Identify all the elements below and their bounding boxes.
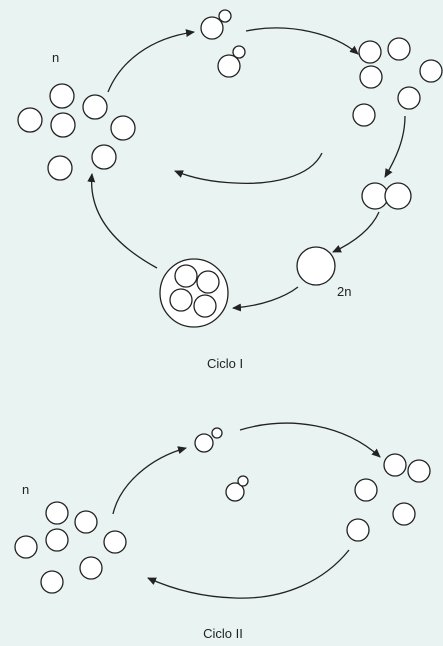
- ascus: [159, 258, 229, 328]
- arrow-return: [147, 549, 350, 599]
- ascospore: [169, 288, 193, 312]
- haploid-cell: [45, 528, 69, 552]
- arrow-to-right-group: [245, 27, 359, 55]
- haploid-cell: [383, 453, 407, 477]
- cycle-1-fusing-cells: [361, 182, 412, 210]
- arrow-to-budding: [107, 29, 195, 93]
- fusing-cell: [384, 182, 412, 210]
- arrow-to-budding: [112, 446, 187, 515]
- bud: [232, 45, 246, 59]
- ascospore: [196, 270, 220, 294]
- bud: [218, 9, 232, 23]
- cycle-1-diploid-label: 2n: [337, 284, 351, 299]
- cycle-2-right-cells: [346, 453, 431, 542]
- budding-cell: [200, 16, 224, 40]
- cycle-1-right-cells: [352, 37, 443, 127]
- haploid-cell: [74, 510, 98, 534]
- cycle-2: n Ciclo II: [14, 422, 431, 641]
- arrow-to-fusion: [384, 115, 406, 178]
- bud: [237, 475, 249, 487]
- cycle-1-haploid-label: n: [52, 50, 59, 65]
- haploid-cell: [397, 86, 421, 110]
- haploid-cell: [79, 556, 103, 580]
- haploid-cell: [49, 83, 75, 109]
- cycle-2-budding-cells: [194, 427, 249, 502]
- haploid-cell: [91, 144, 117, 170]
- haploid-cell: [14, 535, 38, 559]
- haploid-cell: [387, 37, 411, 61]
- haploid-cell: [352, 103, 376, 127]
- bud: [211, 427, 223, 439]
- arrow-to-diploid: [332, 211, 380, 253]
- cycle-1-budding-cells: [200, 9, 246, 78]
- haploid-cell: [346, 518, 370, 542]
- budding-cell: [194, 433, 214, 453]
- cycle-2-haploid-cells: [14, 501, 127, 594]
- haploid-cell: [45, 501, 69, 525]
- cycle-1: n: [17, 9, 443, 371]
- budding-cell: [225, 482, 245, 502]
- haploid-cell: [47, 155, 73, 181]
- diploid-cell: [296, 246, 336, 286]
- cycle-1-haploid-cells: [17, 83, 136, 181]
- ascospore: [193, 294, 217, 318]
- haploid-cell: [82, 94, 108, 120]
- haploid-cell: [50, 112, 76, 138]
- haploid-cell: [40, 570, 64, 594]
- haploid-cell: [392, 502, 416, 526]
- haploid-cell: [359, 65, 383, 89]
- haploid-cell: [358, 40, 382, 64]
- cycle-1-title: Ciclo I: [207, 356, 243, 371]
- ascospore: [174, 264, 198, 288]
- cycle-1-arrows: [87, 27, 406, 312]
- cycle-2-title: Ciclo II: [203, 626, 243, 641]
- cycle-2-haploid-label: n: [22, 482, 29, 497]
- arrow-to-haploid: [87, 173, 158, 269]
- haploid-cell: [17, 107, 43, 133]
- arrow-return: [174, 152, 323, 184]
- budding-cell: [217, 54, 241, 78]
- cycle-2-arrows: [112, 422, 381, 599]
- haploid-cell: [354, 478, 378, 502]
- haploid-cell: [103, 530, 127, 554]
- arrow-to-right-group: [239, 422, 381, 458]
- fusing-cell: [361, 182, 389, 210]
- haploid-cell: [407, 459, 431, 483]
- haploid-cell: [110, 115, 136, 141]
- arrow-to-ascus: [232, 286, 299, 312]
- haploid-cell: [419, 59, 443, 83]
